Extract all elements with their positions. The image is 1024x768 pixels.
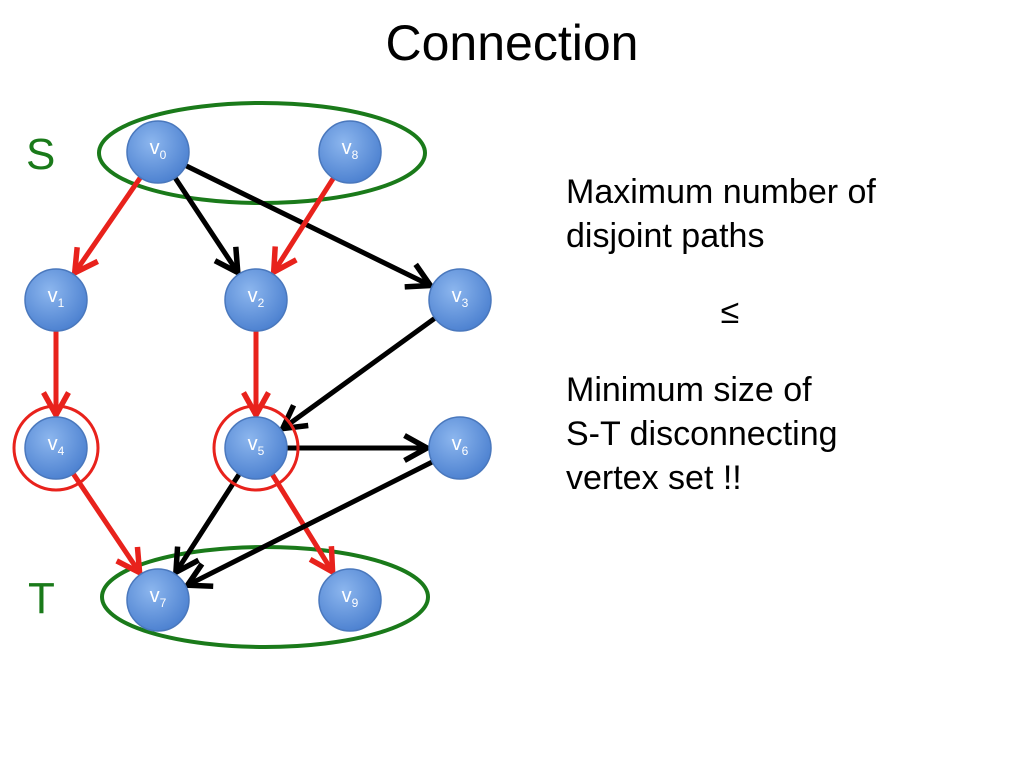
node-label-v7: v7 <box>128 585 188 610</box>
node-index: 7 <box>159 596 167 610</box>
node-label-v0: v0 <box>128 137 188 162</box>
node-index: 1 <box>57 296 65 310</box>
node-label-v5: v5 <box>226 433 286 458</box>
node-v5 <box>224 416 288 480</box>
node-index: 8 <box>351 148 359 162</box>
edge-v5-v7 <box>176 468 244 573</box>
node-letter: v <box>247 285 258 307</box>
node-label-v1: v1 <box>26 285 86 310</box>
node-index: 4 <box>57 444 65 458</box>
node-letter: v <box>149 137 160 159</box>
node-index: 6 <box>461 444 469 458</box>
node-v6 <box>428 416 492 480</box>
node-letter: v <box>247 433 258 455</box>
edge-v5-v9 <box>267 468 332 572</box>
set-s-label: S <box>26 130 56 179</box>
node-label-v4: v4 <box>26 433 86 458</box>
node-letter: v <box>149 585 160 607</box>
node-index: 2 <box>257 296 265 310</box>
node-v3 <box>428 268 492 332</box>
node-letter: v <box>451 433 462 455</box>
claim-top: Maximum number of disjoint paths <box>566 170 986 258</box>
cut-circle-v5 <box>212 404 300 492</box>
edge-v8-v2 <box>274 172 338 272</box>
claim-bottom-line-3: vertex set !! <box>566 459 742 497</box>
claim-top-line-2: disjoint paths <box>566 217 765 255</box>
node-v0 <box>126 120 190 184</box>
claim-bottom-line-2: S-T disconnecting <box>566 415 838 453</box>
claim-relation: ≤ <box>720 293 740 331</box>
edge-v3-v5 <box>283 313 441 429</box>
node-v4 <box>24 416 88 480</box>
node-index: 0 <box>159 148 167 162</box>
claim-bottom-line-1: Minimum size of <box>566 371 812 409</box>
node-v2 <box>224 268 288 332</box>
claim-top-line-1: Maximum number of <box>566 173 876 211</box>
node-letter: v <box>47 433 58 455</box>
edge-v4-v7 <box>68 467 140 572</box>
node-label-v6: v6 <box>430 433 490 458</box>
node-v9 <box>318 568 382 632</box>
node-letter: v <box>341 137 352 159</box>
edge-v6-v7 <box>188 457 439 585</box>
edge-v0-v1 <box>75 171 146 273</box>
node-label-v9: v9 <box>320 585 380 610</box>
claim-bottom: Minimum size of S-T disconnecting vertex… <box>566 368 986 500</box>
node-letter: v <box>47 285 58 307</box>
cut-circle-v4 <box>12 404 100 492</box>
node-index: 5 <box>257 444 265 458</box>
set-t-label: T <box>28 574 55 623</box>
node-letter: v <box>341 585 352 607</box>
node-label-v3: v3 <box>430 285 490 310</box>
node-index: 3 <box>461 296 469 310</box>
node-v7 <box>126 568 190 632</box>
node-v8 <box>318 120 382 184</box>
node-letter: v <box>451 285 462 307</box>
node-v1 <box>24 268 88 332</box>
node-label-v2: v2 <box>226 285 286 310</box>
node-label-v8: v8 <box>320 137 380 162</box>
node-index: 9 <box>351 596 359 610</box>
edge-v0-v2 <box>170 172 238 273</box>
slide-title: Connection <box>385 15 639 71</box>
